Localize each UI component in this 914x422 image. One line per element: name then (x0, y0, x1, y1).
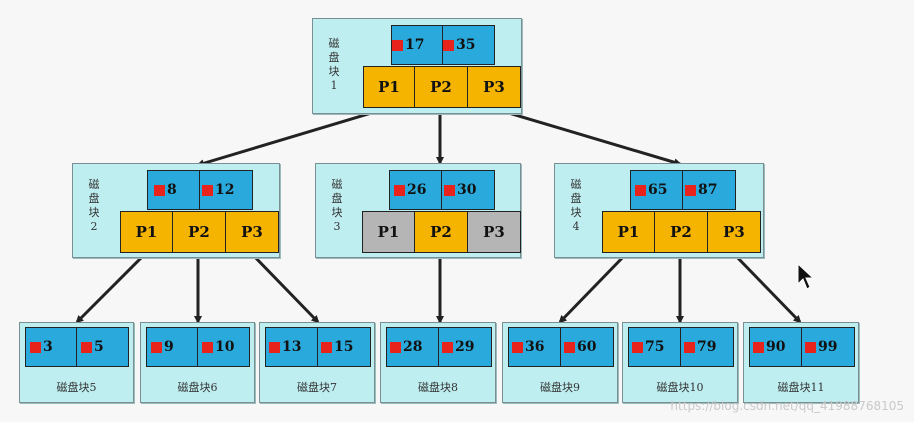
pointer-p1: P1 (602, 211, 655, 253)
key-cell: 3 (25, 327, 77, 367)
data-marker-icon (392, 39, 403, 51)
data-marker-icon (442, 341, 453, 353)
block-label: 磁盘块6 (177, 381, 218, 394)
disk-block-1: 磁盘块1 17 35 P1 P2 P3 (312, 18, 522, 114)
pointer-p2: P2 (415, 66, 468, 108)
data-marker-icon (635, 184, 646, 196)
key-cell: 75 (628, 327, 681, 367)
key-cell: 9 (146, 327, 198, 367)
data-marker-icon (202, 184, 213, 196)
data-marker-icon (151, 341, 162, 353)
data-marker-icon (30, 341, 41, 353)
key-cell: 10 (198, 327, 250, 367)
edge-b2-p3 (249, 251, 320, 324)
key-cell: 30 (442, 170, 495, 210)
key-cell: 36 (508, 327, 561, 367)
pointer-p2: P2 (415, 211, 468, 253)
block-label: 磁盘块5 (56, 381, 97, 394)
disk-block-8: 28 29 磁盘块8 (380, 322, 496, 403)
data-marker-icon (81, 341, 92, 353)
pointer-p2: P2 (173, 211, 226, 253)
block-label: 磁盘块7 (297, 381, 337, 394)
watermark: https://blog.csdn.net/qq_41988768105 (670, 399, 904, 413)
key-cell: 90 (749, 327, 802, 367)
block-label: 磁盘块2 (88, 178, 100, 233)
pointer-p1: P1 (363, 66, 415, 108)
block-label: 磁盘块8 (418, 381, 458, 394)
data-marker-icon (684, 341, 695, 353)
block-label: 磁盘块9 (540, 381, 580, 394)
data-marker-icon (632, 341, 643, 353)
disk-block-4: 磁盘块4 65 87 P1 P2 P3 (554, 163, 764, 258)
data-marker-icon (753, 341, 764, 353)
key-cell: 13 (265, 327, 318, 367)
pointer-p2: P2 (655, 211, 708, 253)
block-label: 磁盘块1 (328, 37, 340, 92)
key-cell: 60 (561, 327, 614, 367)
pointer-p1-unused: P1 (362, 211, 415, 253)
key-cell: 28 (386, 327, 439, 367)
data-marker-icon (564, 341, 575, 353)
edge-root-p3 (491, 106, 682, 167)
data-marker-icon (685, 184, 696, 196)
block-label: 磁盘块10 (656, 381, 704, 394)
pointer-p1: P1 (120, 211, 173, 253)
edge-b2-p1 (75, 251, 148, 324)
data-marker-icon (443, 39, 454, 51)
pointer-p3: P3 (226, 211, 279, 253)
block-label: 磁盘块11 (777, 381, 825, 394)
key-cell: 29 (439, 327, 492, 367)
disk-block-2: 磁盘块2 8 12 P1 P2 P3 (72, 163, 280, 258)
mouse-cursor-icon (797, 262, 815, 290)
key-cell: 99 (802, 327, 855, 367)
disk-block-6: 9 10 磁盘块6 (140, 322, 255, 403)
data-marker-icon (154, 184, 165, 196)
block-label: 磁盘块3 (331, 178, 343, 233)
key-cell: 12 (200, 170, 253, 210)
edge-b4-p3 (731, 251, 802, 324)
data-marker-icon (394, 184, 405, 196)
data-marker-icon (512, 341, 523, 353)
pointer-p3: P3 (708, 211, 761, 253)
key-cell: 26 (389, 170, 442, 210)
data-marker-icon (390, 341, 401, 353)
block-label: 磁盘块4 (570, 178, 582, 233)
data-marker-icon (444, 184, 455, 196)
data-marker-icon (269, 341, 280, 353)
key-cell: 5 (77, 327, 129, 367)
key-cell: 65 (630, 170, 683, 210)
pointer-p3: P3 (468, 66, 521, 108)
edge-b4-p1 (558, 251, 629, 324)
disk-block-10: 75 79 磁盘块10 (622, 322, 738, 403)
data-marker-icon (805, 341, 816, 353)
data-marker-icon (321, 341, 332, 353)
disk-block-7: 13 15 磁盘块7 (259, 322, 375, 403)
disk-block-11: 90 99 磁盘块11 (743, 322, 859, 403)
key-cell: 17 (391, 25, 443, 65)
key-cell: 8 (147, 170, 200, 210)
pointer-p3-unused: P3 (468, 211, 521, 253)
key-cell: 15 (318, 327, 371, 367)
edge-root-p1 (196, 106, 389, 168)
key-cell: 79 (681, 327, 734, 367)
disk-block-5: 3 5 磁盘块5 (19, 322, 134, 403)
data-marker-icon (202, 341, 213, 353)
disk-block-9: 36 60 磁盘块9 (502, 322, 618, 403)
disk-block-3: 磁盘块3 26 30 P1 P2 P3 (315, 163, 521, 258)
key-cell: 87 (683, 170, 736, 210)
key-cell: 35 (443, 25, 495, 65)
